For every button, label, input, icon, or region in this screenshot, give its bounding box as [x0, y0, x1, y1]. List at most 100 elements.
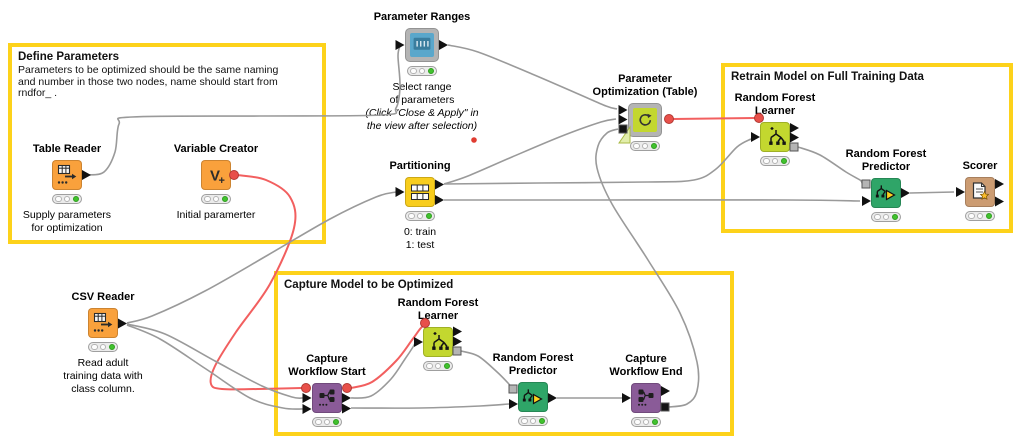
partitioning-in-port[interactable] — [395, 187, 405, 197]
node-comment-line: Initial paramerter — [176, 209, 256, 221]
capture-workflow-start-in2-port[interactable] — [302, 404, 312, 414]
rf-predictor-retrain-model-in-port[interactable] — [861, 179, 871, 189]
node-title: CSV Reader — [18, 291, 188, 304]
traffic-light-off-dot — [212, 195, 220, 203]
rf-learner-capture-model-out-port[interactable] — [452, 346, 462, 356]
partitioning-out1-port[interactable] — [435, 179, 444, 190]
traffic-light-green — [423, 361, 453, 371]
sliders-icon — [413, 37, 431, 50]
rf-predictor-retrain-in-port[interactable] — [862, 196, 871, 206]
node-body-variable-creator[interactable]: V + — [201, 160, 231, 190]
tree-learner-icon — [769, 127, 786, 145]
scorer-out2-port[interactable] — [995, 196, 1004, 207]
parameter-ranges-in-port[interactable] — [395, 40, 405, 50]
rf-learner-capture-in-port[interactable] — [414, 337, 423, 347]
node-title-line: Parameter — [618, 73, 672, 85]
traffic-light-off-dot — [882, 213, 890, 221]
rf-predictor-retrain-out-port[interactable] — [901, 188, 910, 198]
rf-learner-capture-flowvar-in-port[interactable] — [420, 318, 430, 328]
traffic-light-green-dot — [650, 142, 657, 150]
traffic-light-off-dot — [521, 417, 528, 425]
rf-learner-retrain-model-out-port[interactable] — [789, 142, 799, 152]
rf-predictor-capture-model-in-port[interactable] — [508, 384, 518, 394]
capture-workflow-start-in1-port[interactable] — [302, 393, 312, 403]
csv-reader-out-port[interactable] — [118, 318, 127, 329]
traffic-light-green-dot — [332, 418, 339, 426]
parameter-optimization-workflow-in-port[interactable] — [618, 124, 628, 134]
node-title-line: Workflow End — [609, 366, 683, 378]
traffic-light-green — [760, 156, 790, 166]
traffic-light-green — [88, 342, 118, 352]
table-arrow-icon — [93, 312, 113, 332]
capture-workflow-start-flowvar-in-port[interactable] — [301, 383, 311, 393]
parameter-optimization-in1-port[interactable] — [618, 105, 628, 115]
partition-icon — [411, 184, 429, 200]
node-body-capture-workflow-start[interactable] — [312, 383, 342, 413]
capture-workflow-start-flowvar-out-port[interactable] — [342, 383, 352, 393]
parameter-optimization-flowvar-out-port[interactable] — [664, 114, 674, 124]
traffic-light-green-dot — [425, 212, 432, 220]
parameter-optimization-in2-port[interactable] — [618, 114, 628, 125]
node-title-line: Predictor — [508, 365, 558, 377]
node-body-capture-workflow-end[interactable] — [631, 383, 661, 413]
scorer-in-port[interactable] — [956, 187, 965, 197]
node-title-line: Random Forest — [397, 297, 479, 309]
node-body-partitioning[interactable] — [405, 177, 435, 207]
annotation-body-line: and number in those two nodes, name shou… — [18, 75, 278, 88]
node-body-table-reader[interactable] — [52, 160, 82, 190]
partitioning-out2-port[interactable] — [435, 195, 444, 205]
traffic-light-green — [871, 212, 901, 222]
node-body-parameter-optimization[interactable] — [628, 103, 662, 137]
rf-learner-capture-out2-port[interactable] — [453, 336, 462, 347]
scorer-out1-port[interactable] — [995, 179, 1004, 189]
node-body-rf-predictor-capture[interactable] — [518, 382, 548, 412]
variable-creator-flowvar-out-port[interactable] — [229, 170, 239, 180]
capture-workflow-end-out-port[interactable] — [661, 386, 670, 396]
rf-predictor-capture-in-port[interactable] — [509, 399, 518, 409]
capture-end-icon — [638, 389, 654, 406]
node-body-rf-learner-retrain[interactable] — [760, 122, 790, 152]
capture-workflow-end-workflow-out-port[interactable] — [660, 402, 670, 412]
traffic-light-off-dot — [968, 212, 975, 220]
node-body-scorer[interactable] — [965, 177, 995, 207]
rf-learner-retrain-flowvar-in-port[interactable] — [754, 113, 764, 123]
capture-workflow-start-out1-port[interactable] — [342, 393, 351, 403]
node-title-line: CSV Reader — [71, 291, 135, 303]
traffic-light-green-dot — [538, 417, 545, 425]
rf-learner-retrain-out1-port[interactable] — [790, 123, 799, 133]
loop-icon — [639, 113, 652, 126]
traffic-light-off-dot — [408, 212, 415, 220]
node-comment-line: of parameters — [389, 94, 455, 106]
red-marker-dot — [471, 137, 477, 143]
capture-workflow-start-out2-port[interactable] — [342, 403, 351, 414]
node-body-parameter-ranges[interactable] — [405, 28, 439, 62]
node-title-line: Parameter Ranges — [373, 11, 471, 23]
traffic-light-off-dot — [642, 418, 650, 426]
traffic-light-off-dot — [426, 362, 433, 370]
traffic-light-green — [965, 211, 995, 221]
node-body-csv-reader[interactable] — [88, 308, 118, 338]
tree-predictor-icon — [522, 389, 543, 405]
rf-learner-capture-out1-port[interactable] — [453, 326, 462, 337]
rf-predictor-capture-out-port[interactable] — [548, 393, 557, 403]
rf-learner-retrain-out2-port[interactable] — [790, 132, 799, 143]
node-body-rf-learner-capture[interactable] — [423, 327, 453, 357]
annotation-body-line: Parameters to be optimized should be the… — [18, 64, 279, 76]
capture-workflow-end-in-port[interactable] — [622, 393, 631, 403]
parameter-ranges-out-port[interactable] — [439, 40, 448, 50]
traffic-light-green — [407, 66, 437, 76]
table-reader-out-port[interactable] — [82, 170, 91, 180]
traffic-light-green-dot — [891, 213, 898, 221]
node-title-line: Random Forest — [492, 352, 574, 364]
traffic-light-green-dot — [443, 362, 450, 370]
rf-learner-retrain-in-port[interactable] — [751, 132, 760, 142]
node-body-rf-predictor-retrain[interactable] — [871, 178, 901, 208]
traffic-light-off-dot — [529, 417, 537, 425]
traffic-light-green — [405, 211, 435, 221]
